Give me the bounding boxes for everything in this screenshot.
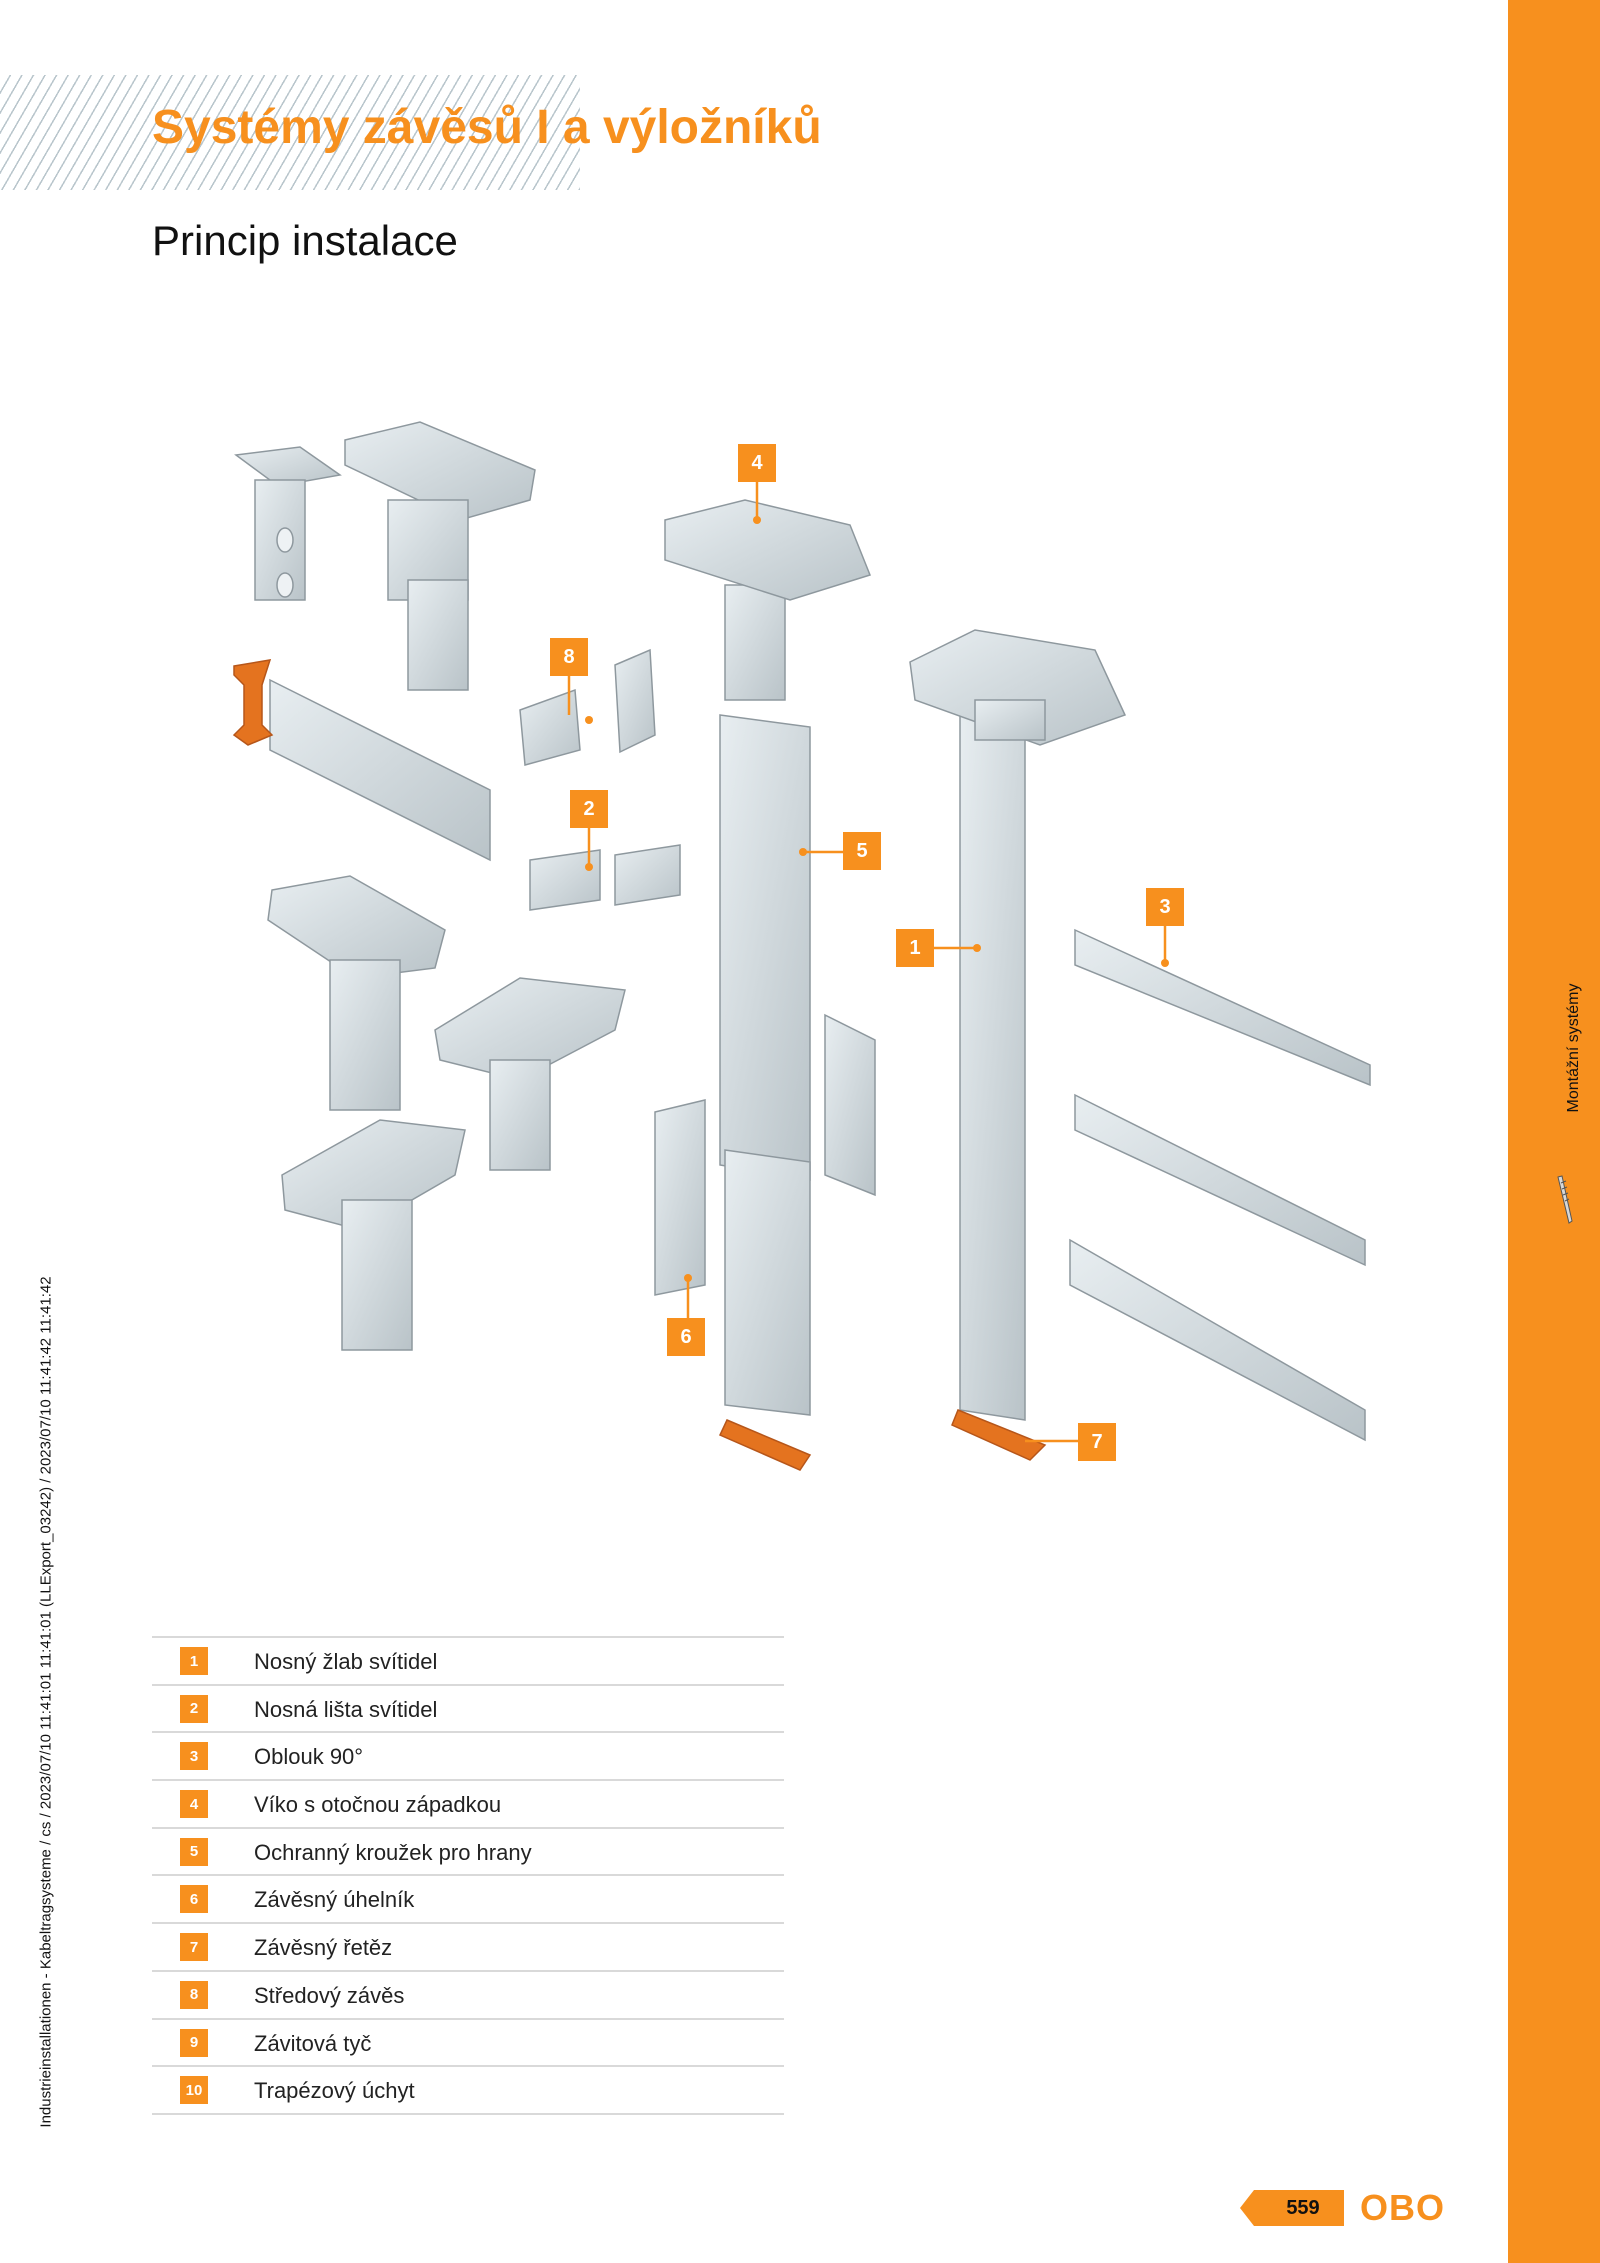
callout-badge-4: 4: [738, 444, 776, 482]
obo-logo: OBO: [1360, 2187, 1446, 2228]
legend-row: 6 Závěsný úhelník: [152, 1874, 784, 1922]
legend-number: 6: [180, 1885, 208, 1914]
legend-label: Nosný žlab svítidel: [254, 1649, 438, 1674]
legend-row: 2 Nosná lišta svítidel: [152, 1683, 784, 1732]
page-title: Systémy závěsů I a výložníků: [152, 101, 822, 154]
right-sidebar: [1508, 0, 1600, 2263]
legend-row: 8 Středový závěs: [152, 1969, 784, 2018]
legend-number: 7: [180, 1933, 208, 1962]
legend-number: 5: [180, 1837, 208, 1866]
legend-number: 10: [180, 2076, 208, 2105]
legend-row: 1 Nosný žlab svítidel: [152, 1636, 784, 1684]
legend-number: 2: [180, 1694, 208, 1723]
callout-badge-6: 6: [667, 1318, 705, 1356]
legend-label: Trapézový úchyt: [254, 2078, 415, 2104]
legend-row: 9 Závitová tyč: [152, 2017, 784, 2066]
callout-badge-7: 7: [1078, 1423, 1116, 1461]
installation-illustration: [232, 421, 1371, 1471]
legend-label: Oblouk 90°: [254, 1744, 364, 1770]
legend-label: Závěsný řetěz: [254, 1935, 393, 1961]
legend-number: 1: [180, 1647, 208, 1675]
legend-row: 3 Oblouk 90°: [152, 1731, 784, 1779]
legend-label: Závitová tyč: [254, 2030, 372, 2056]
legend-number: 3: [180, 1742, 208, 1771]
legend-label: Víko s otočnou západkou: [254, 1792, 502, 1818]
legend-table: 1 Nosný žlab svítidel 2 Nosná lišta svítid…: [152, 1636, 784, 2115]
callout-badge-2: 2: [570, 790, 608, 828]
legend-label: Nosná lišta svítidel: [254, 1696, 438, 1722]
legend-row: 5 Ochranný kroužek pro hrany: [152, 1826, 784, 1875]
callout-badge-8: 8: [550, 638, 588, 676]
legend-number: 8: [180, 1980, 208, 2009]
legend-number: 9: [180, 2028, 208, 2057]
screw-icon: [1557, 1175, 1573, 1224]
legend-row: 10 Trapézový úchyt: [152, 2065, 784, 2115]
legend-label: Závěsný úhelník: [254, 1887, 415, 1913]
callout-badge-5: 5: [843, 832, 881, 870]
page-subtitle: Princip instalace: [152, 217, 458, 264]
legend-label: Ochranný kroužek pro hrany: [254, 1839, 532, 1865]
legend-number: 4: [180, 1790, 208, 1819]
page-number-tab: [1240, 2190, 1344, 2226]
callout-badge-3: 3: [1146, 888, 1184, 926]
legend-row: 7 Závěsný řetěz: [152, 1922, 784, 1970]
header-hatch-decoration: [0, 75, 580, 190]
legend-row: 4 Víko s otočnou západkou: [152, 1779, 784, 1827]
legend-label: Středový závěs: [254, 1982, 405, 2008]
callout-badge-1: 1: [896, 929, 934, 967]
page-number: 559: [1286, 2196, 1320, 2219]
